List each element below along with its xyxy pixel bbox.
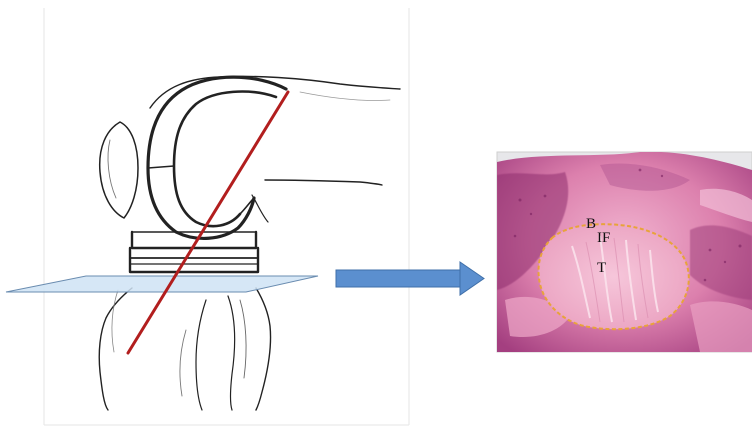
flow-arrow bbox=[336, 262, 484, 295]
label-tendon: T bbox=[597, 260, 606, 276]
label-bone: B bbox=[586, 216, 596, 232]
histology-micrograph: B IF T bbox=[497, 152, 752, 352]
section-plane bbox=[6, 276, 318, 292]
label-interface: IF bbox=[597, 230, 610, 246]
knee-implant-sketch bbox=[99, 76, 400, 410]
